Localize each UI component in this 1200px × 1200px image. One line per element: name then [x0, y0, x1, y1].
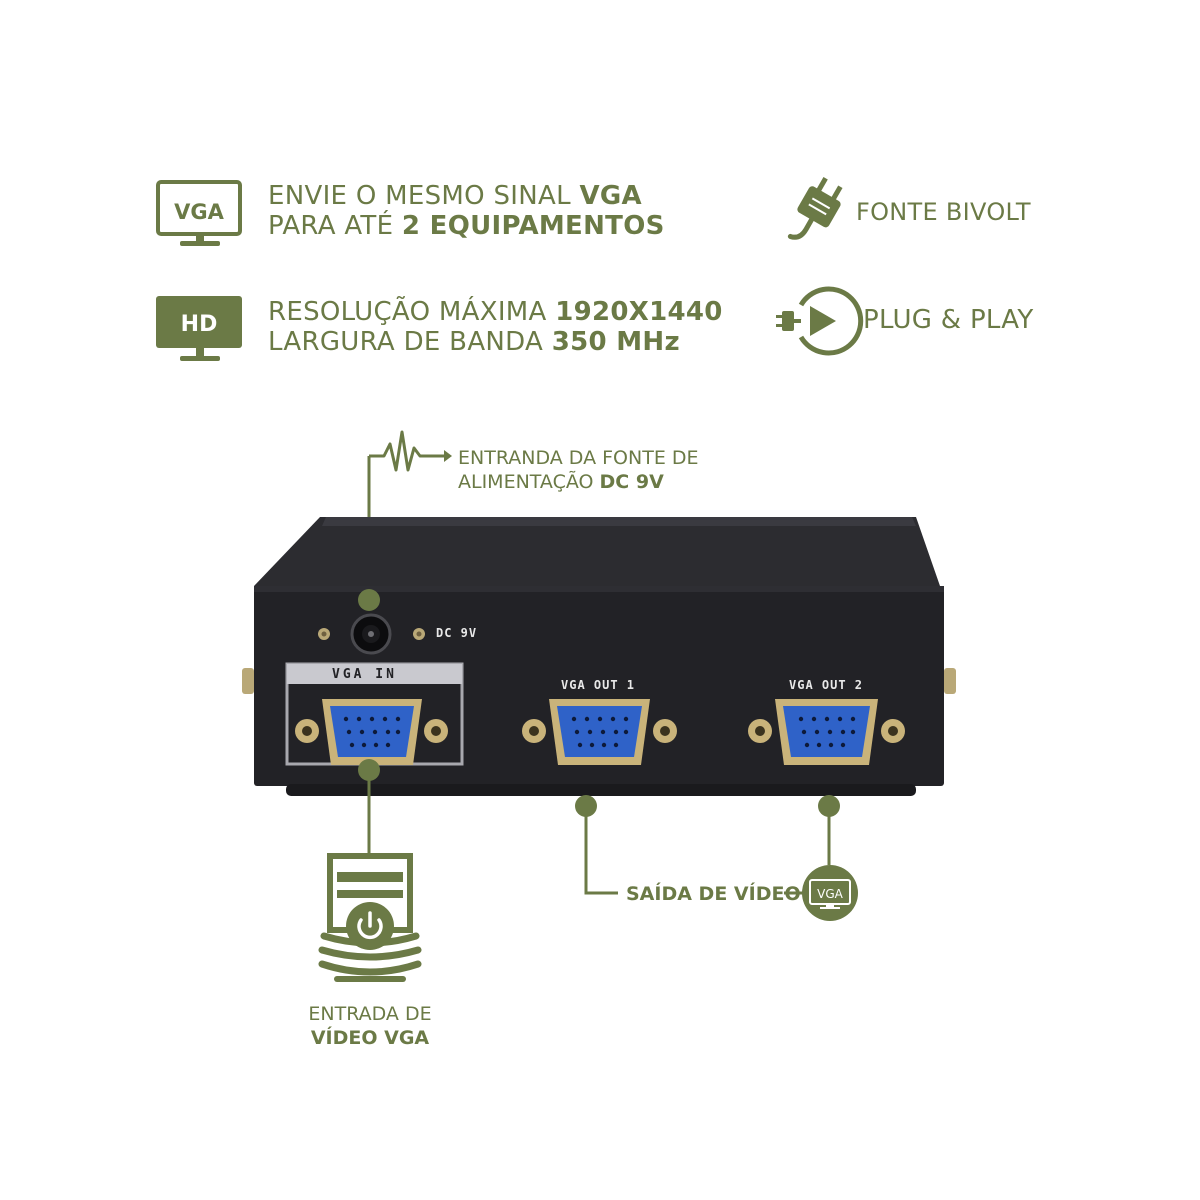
side-screw-left	[242, 668, 254, 694]
vga-in-label: VGA IN	[332, 667, 397, 682]
vga-out-2-label: VGA OUT 2	[789, 678, 864, 692]
power-input-label: ENTRANDA DA FONTE DE ALIMENTAÇÃO DC 9V	[458, 446, 699, 494]
video-output-label: SAÍDA DE VÍDEO	[626, 883, 801, 905]
plug-play-icon	[776, 286, 864, 356]
dc-9v-label: DC 9V	[436, 626, 478, 640]
power-input-line2: ALIMENTAÇÃO	[458, 471, 600, 493]
dc-power-jack[interactable]	[350, 613, 392, 655]
vga-output-icon-label: VGA	[817, 887, 844, 901]
feature-bivolt-text: FONTE BIVOLT	[856, 198, 1031, 226]
power-input-line1: ENTRANDA DA FONTE DE	[458, 447, 699, 469]
vga-monitor-icon: VGA	[156, 180, 242, 246]
feature-vga-text: ENVIE O MESMO SINAL VGA PARA ATÉ 2 EQUIP…	[268, 181, 665, 241]
vga-splitter-device	[242, 517, 956, 796]
hd-monitor-icon: HD	[156, 296, 242, 361]
feature-hd-text: RESOLUÇÃO MÁXIMA 1920X1440 LARGURA DE BA…	[268, 297, 723, 357]
video-input-line2: VÍDEO VGA	[310, 1027, 430, 1049]
side-screw-right	[944, 668, 956, 694]
output-callout-line	[584, 806, 831, 895]
feature-hd-line2-bold: 350 MHz	[551, 327, 680, 357]
feature-plug-play-text: PLUG & PLAY	[863, 305, 1034, 335]
feature-vga-line1: ENVIE O MESMO SINAL	[268, 181, 580, 211]
power-callout-dot	[358, 589, 380, 611]
feature-vga-line2: PARA ATÉ	[268, 211, 402, 241]
power-input-line2-bold: DC 9V	[599, 471, 664, 493]
video-input-label: ENTRADA DE VÍDEO VGA	[300, 1002, 440, 1050]
feature-hd-line1: RESOLUÇÃO MÁXIMA	[268, 297, 556, 327]
pc-tower-icon	[318, 853, 422, 982]
vga-in-port[interactable]	[295, 699, 448, 765]
video-input-line1: ENTRADA DE	[308, 1003, 432, 1025]
vga-monitor-icon-label: VGA	[174, 200, 224, 224]
vga-out-1-label: VGA OUT 1	[561, 678, 636, 692]
hd-monitor-icon-label: HD	[181, 312, 218, 337]
feature-hd-line2: LARGURA DE BANDA	[268, 327, 552, 357]
power-plug-icon	[787, 177, 843, 240]
vga-output-icon: VGA	[802, 865, 858, 921]
vga-out-1-port[interactable]	[522, 699, 677, 765]
feature-vga-line1-bold: VGA	[579, 181, 642, 211]
vga-out-2-port[interactable]	[748, 699, 905, 765]
feature-vga-line2-bold: 2 EQUIPAMENTOS	[401, 211, 665, 241]
feature-hd-line1-bold: 1920X1440	[555, 297, 723, 327]
